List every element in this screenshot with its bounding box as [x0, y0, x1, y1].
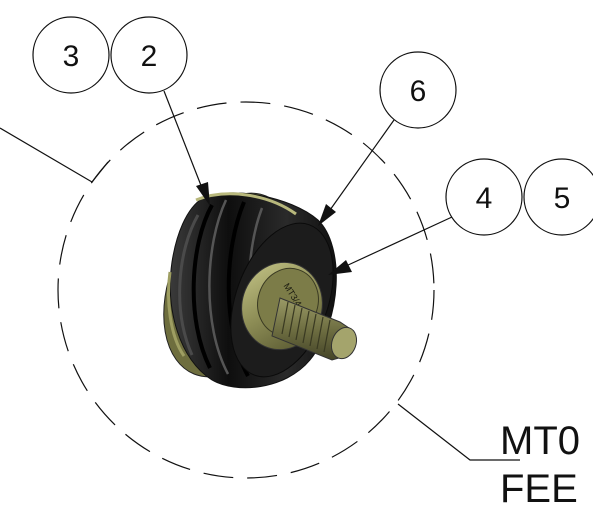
leader-4-arrowhead	[328, 260, 352, 275]
balloon-4-label: 4	[476, 182, 493, 215]
balloon-4: 4	[445, 158, 523, 236]
detail-leader-lower	[397, 403, 520, 461]
balloon-6: 6	[379, 51, 457, 129]
balloon-3-label: 3	[63, 40, 80, 73]
balloon-3: 3	[32, 16, 110, 94]
foot-part: MT3/4	[163, 192, 358, 389]
balloon-5: 5	[523, 158, 593, 236]
leader-2-arrowhead	[196, 182, 210, 206]
caption-line-2: FEE	[500, 467, 578, 511]
leader-6-arrowhead	[318, 204, 336, 226]
leader-2	[163, 90, 203, 189]
leader-4	[345, 216, 453, 267]
balloon-2-label: 2	[141, 40, 158, 73]
balloon-2: 2	[110, 16, 188, 94]
balloon-6-label: 6	[410, 75, 427, 108]
detail-leader-upper	[0, 127, 109, 183]
detail-circle	[57, 101, 435, 479]
caption-line-1: MT0	[500, 419, 580, 463]
balloon-5-label: 5	[554, 182, 571, 215]
leader-6	[329, 119, 395, 211]
